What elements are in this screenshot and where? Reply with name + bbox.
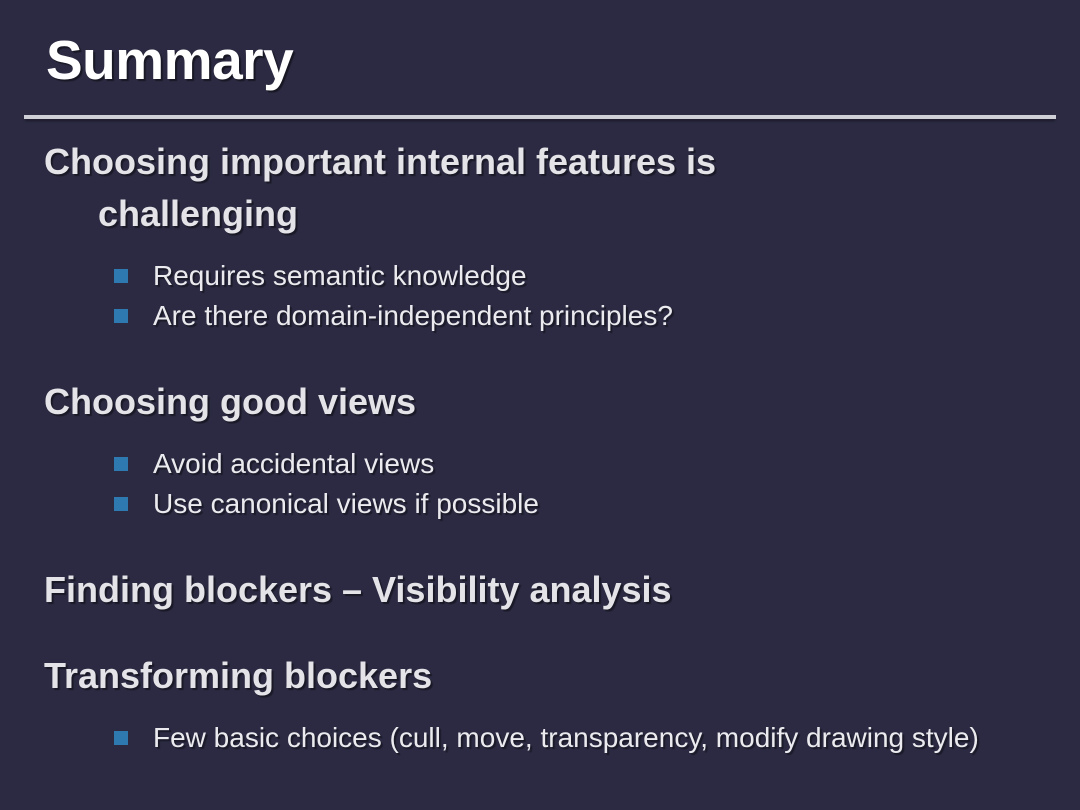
square-bullet-icon: [114, 496, 128, 511]
block-heading-4-line1: Transforming blockers: [44, 654, 433, 696]
spacer: [0, 428, 1080, 444]
list-item-label: Are there domain-independent principles?: [153, 300, 673, 332]
list-item-label: Avoid accidental views: [153, 448, 435, 480]
spacer: [0, 524, 1080, 564]
block-heading-1-line1: Choosing important internal features is: [44, 141, 717, 182]
list-item: Use canonical views if possible: [0, 484, 1080, 524]
content-block-2: Choosing good views Avoid accidental vie…: [0, 376, 1080, 524]
list-item: Are there domain-independent principles?: [0, 296, 1080, 336]
block-heading-4: Transforming blockers: [0, 650, 1080, 702]
block-heading-2: Choosing good views: [0, 376, 1080, 428]
content-block-4: Transforming blockers Few basic choices …: [0, 650, 1080, 758]
spacer: [0, 336, 1080, 376]
square-bullet-icon: [114, 309, 128, 324]
square-bullet-icon: [114, 269, 128, 284]
block-heading-3: Finding blockers – Visibility analysis: [0, 564, 1080, 616]
content-block-1: Choosing important internal features is …: [0, 136, 1080, 336]
square-bullet-icon: [114, 457, 128, 472]
list-item: Few basic choices (cull, move, transpare…: [0, 718, 1080, 758]
block-heading-1-line2: challenging: [98, 193, 299, 235]
spacer: [0, 616, 1080, 650]
spacer: [0, 702, 1080, 718]
block-heading-3-line1: Finding blockers – Visibility analysis: [44, 568, 672, 610]
title-divider-rule: [24, 115, 1056, 119]
block-heading-1: Choosing important internal features is …: [0, 136, 1080, 240]
slide-body: Choosing important internal features is …: [0, 136, 1080, 758]
square-bullet-icon: [114, 730, 128, 745]
list-item-label: Requires semantic knowledge: [153, 260, 527, 292]
spacer: [0, 240, 1080, 256]
list-item-label: Use canonical views if possible: [153, 487, 539, 519]
list-item: Requires semantic knowledge: [0, 256, 1080, 296]
list-item-label: Few basic choices (cull, move, transpare…: [153, 721, 979, 753]
block-heading-2-line1: Choosing good views: [44, 380, 417, 422]
list-item: Avoid accidental views: [0, 444, 1080, 484]
page-title: Summary: [46, 29, 294, 91]
content-block-3: Finding blockers – Visibility analysis: [0, 564, 1080, 616]
